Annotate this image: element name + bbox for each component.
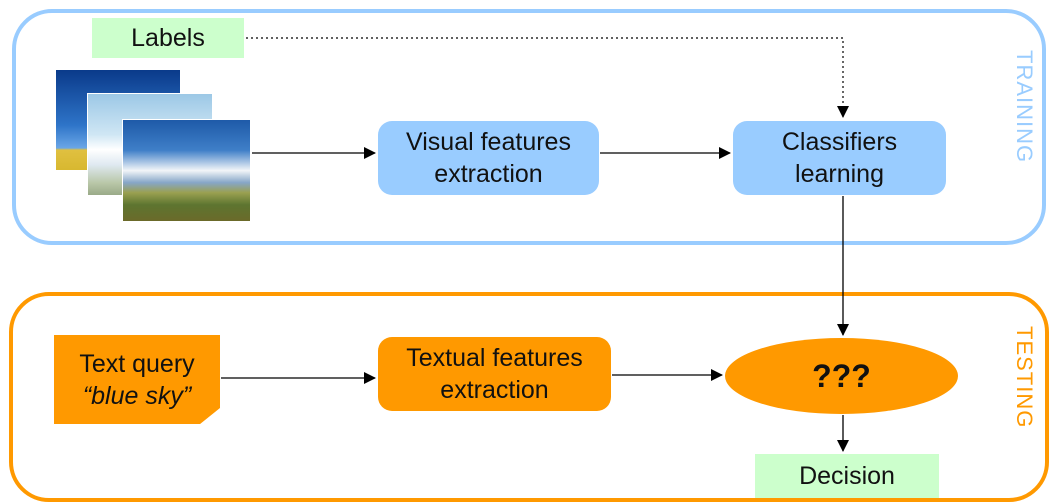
visual-features-box: Visual features extraction xyxy=(378,121,599,195)
visual-features-line2: extraction xyxy=(434,160,543,188)
classifiers-line1: Classifiers xyxy=(781,128,898,156)
decision-box: Decision xyxy=(755,454,939,498)
training-label: TRAINING xyxy=(1012,50,1037,164)
classifiers-learning-box: Classifiers learning xyxy=(733,121,946,195)
textual-features-line1: Textual features xyxy=(406,344,583,372)
testing-panel xyxy=(9,292,1049,502)
training-panel xyxy=(12,9,1046,245)
textual-features-line2: extraction xyxy=(440,376,549,404)
textual-features-box: Textual features extraction xyxy=(378,337,611,411)
text-query-note: Text query “blue sky” xyxy=(54,335,220,424)
text-query-line1: Text query xyxy=(79,349,195,378)
labels-text: Labels xyxy=(131,24,205,52)
visual-features-line1: Visual features xyxy=(406,128,571,156)
classifiers-line2: learning xyxy=(795,160,884,188)
sky-photo-3 xyxy=(122,119,251,222)
decision-text: Decision xyxy=(799,462,895,490)
labels-box: Labels xyxy=(92,18,244,58)
unknown-text: ??? xyxy=(812,357,871,394)
text-query-line2: “blue sky” xyxy=(82,381,192,410)
labels-to-classifiers-arrow xyxy=(246,37,849,118)
unknown-ellipse: ??? xyxy=(725,338,958,414)
testing-label: TESTING xyxy=(1012,326,1037,429)
